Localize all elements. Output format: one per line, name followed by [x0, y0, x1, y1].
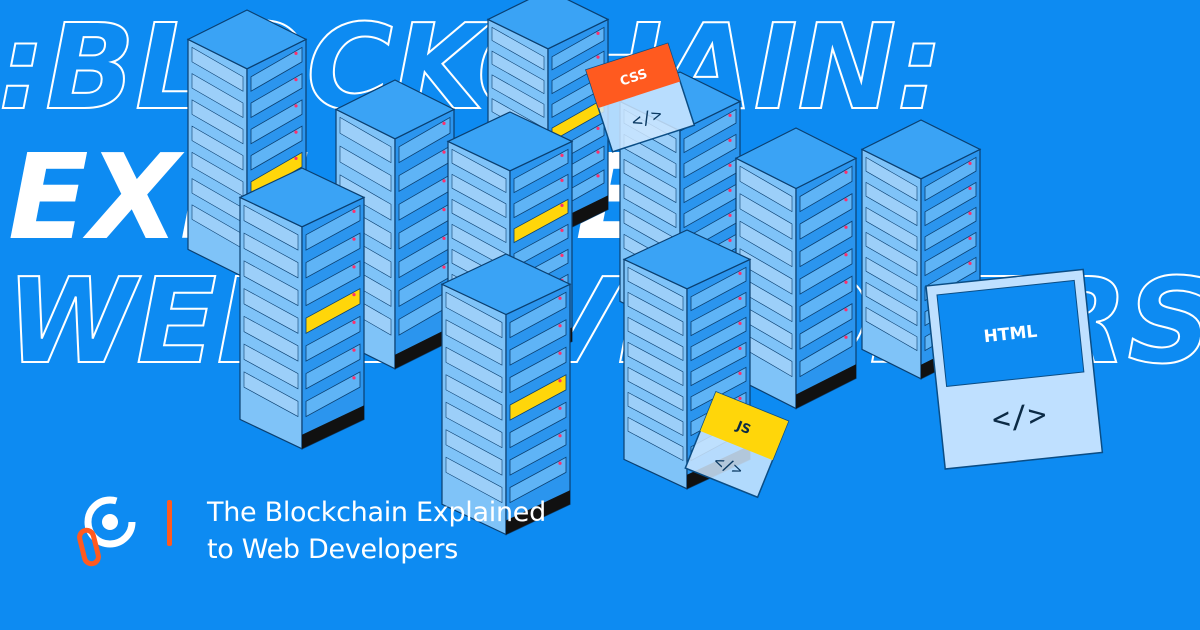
- js-card-banner: [700, 392, 789, 461]
- server-rack: [440, 253, 572, 536]
- caption-line-1: The Blockchain Explained: [207, 497, 546, 528]
- css-card-banner: [586, 43, 681, 109]
- js-card: JS </>: [684, 391, 790, 499]
- bg-word-blockchain: :BLOCKCHAIN:: [0, 0, 943, 136]
- html-card: HTML </>: [925, 268, 1104, 470]
- brand-logo-icon: [77, 496, 136, 567]
- css-card: CSS </>: [585, 42, 696, 153]
- js-card-label: JS: [733, 418, 753, 438]
- server-rack: [734, 127, 858, 410]
- page-caption: The Blockchain Explained to Web Develope…: [207, 494, 546, 568]
- server-rack: [622, 229, 752, 490]
- server-group: [186, 0, 982, 536]
- caption-divider: [167, 500, 172, 546]
- server-rack: [238, 167, 366, 450]
- html-card-banner: [936, 279, 1085, 387]
- html-card-code: </>: [990, 397, 1048, 437]
- caption-line-2: to Web Developers: [207, 534, 458, 565]
